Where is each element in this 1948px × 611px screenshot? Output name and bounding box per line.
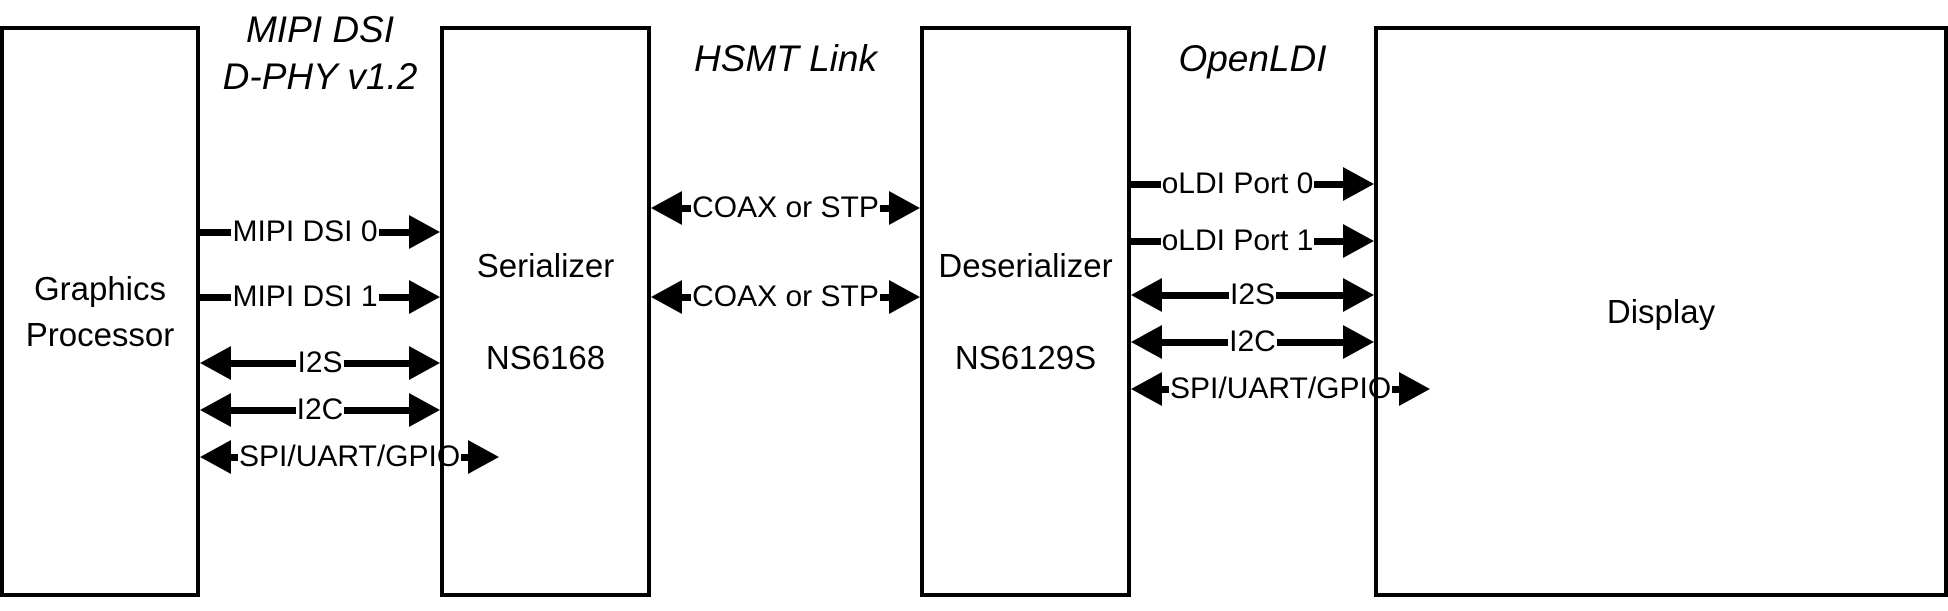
signal-line [1131,237,1161,245]
signal-line [1276,338,1344,346]
signal-label: oLDI Port 0 [1161,167,1314,200]
arrow-left-icon [651,191,682,225]
signal-label: I2C [296,393,344,426]
interface-title-mipi-dsi: MIPI DSI D-PHY v1.2 [222,9,418,98]
arrow-left-icon [1131,325,1162,359]
signal-row-hsmt-coax-1[interactable]: COAX or STP [651,280,920,314]
signal-line [1161,291,1229,299]
signal-label: I2S [297,346,343,379]
arrow-right-icon [409,215,441,249]
signal-row-hsmt-coax-0[interactable]: COAX or STP [651,191,920,225]
arrow-left-icon [200,440,231,474]
signal-line [200,228,232,236]
block-deserializer-line1: Deserializer [938,246,1113,284]
block-serializer[interactable]: Serializer NS6168 [440,26,651,597]
signal-line [1276,291,1344,299]
signal-line [1314,237,1344,245]
block-deserializer-line2: NS6129S [954,338,1097,376]
signal-label: I2S [1229,278,1276,311]
signal-line [230,406,296,414]
arrow-right-icon [1343,278,1374,312]
block-display[interactable]: Display [1374,26,1948,597]
arrow-right-icon [1399,372,1431,406]
signal-row-oldi-port-0[interactable]: oLDI Port 0 [1131,167,1374,201]
block-graphics-processor[interactable]: Graphics Processor [0,26,200,597]
block-serializer-line2: NS6168 [485,338,606,376]
signal-label: SPI/UART/GPIO [239,440,461,473]
signal-label: I2C [1229,325,1276,358]
signal-row-oldi-spi-uart-gpio[interactable]: SPI/UART/GPIO [1131,372,1431,406]
arrow-right-icon [1343,167,1374,201]
arrow-right-icon [1343,224,1374,258]
signal-row-mipi-i2s[interactable]: I2S [200,346,440,380]
signal-line [879,204,890,212]
signal-label: COAX or STP [692,191,879,224]
signal-row-mipi-spi-uart-gpio[interactable]: SPI/UART/GPIO [200,440,500,474]
block-display-line1: Display [1606,292,1716,330]
block-deserializer[interactable]: Deserializer NS6129S [920,26,1131,597]
signal-line [344,406,410,414]
signal-line [378,293,411,301]
signal-row-mipi-i2c[interactable]: I2C [200,393,440,427]
signal-line [378,228,411,236]
interface-title-openldi: OpenLDI [1178,38,1327,79]
signal-line [1131,180,1161,188]
signal-line [879,293,890,301]
signal-row-oldi-i2s[interactable]: I2S [1131,278,1374,312]
arrow-right-icon [889,191,920,225]
signal-line [681,293,692,301]
arrow-left-icon [1131,278,1162,312]
signal-line [1392,385,1401,393]
arrow-left-icon [651,280,682,314]
arrow-right-icon [409,393,440,427]
signal-row-oldi-port-1[interactable]: oLDI Port 1 [1131,224,1374,258]
signal-line [230,359,297,367]
arrow-right-icon [889,280,920,314]
signal-row-mipi-dsi-0[interactable]: MIPI DSI 0 [200,215,441,249]
signal-label: oLDI Port 1 [1161,224,1314,257]
signal-line [200,293,232,301]
arrow-right-icon [409,346,440,380]
signal-row-oldi-i2c[interactable]: I2C [1131,325,1374,359]
signal-label: MIPI DSI 1 [232,280,378,313]
block-graphics-processor-line1: Graphics [33,269,167,307]
signal-label: SPI/UART/GPIO [1170,372,1392,405]
interface-title-hsmt-link: HSMT Link [694,38,877,79]
block-serializer-line1: Serializer [476,246,615,284]
signal-line [461,453,470,461]
arrow-right-icon [468,440,500,474]
signal-row-mipi-dsi-1[interactable]: MIPI DSI 1 [200,280,441,314]
signal-line [1161,338,1229,346]
signal-line [230,453,238,461]
arrow-left-icon [200,393,231,427]
signal-line [1161,385,1169,393]
signal-label: MIPI DSI 0 [232,215,378,248]
arrow-left-icon [1131,372,1162,406]
arrow-right-icon [409,280,441,314]
signal-line [1314,180,1344,188]
signal-line [343,359,410,367]
block-graphics-processor-line2: Processor [25,315,175,353]
arrow-left-icon [200,346,231,380]
signal-line [681,204,692,212]
signal-label: COAX or STP [692,280,879,313]
arrow-right-icon [1343,325,1374,359]
